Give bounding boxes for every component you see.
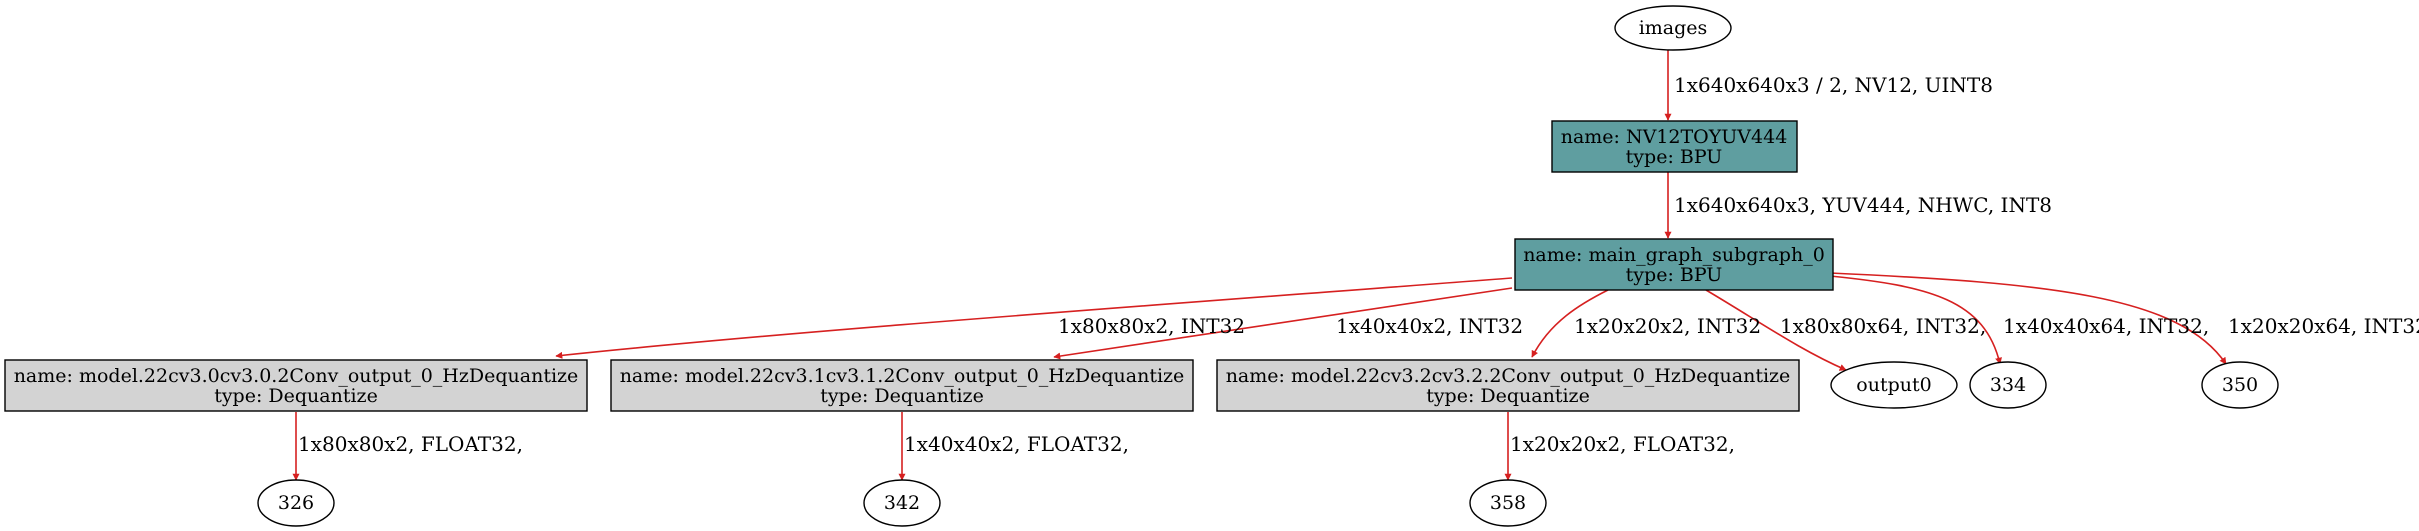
- edge-label-main-dq0: 1x80x80x2, INT32: [1058, 314, 1245, 338]
- node-dequantize-0[interactable]: name: model.22cv3.0cv3.0.2Conv_output_0_…: [4, 359, 588, 412]
- node-dequantize-0-name: name: model.22cv3.0cv3.0.2Conv_output_0_…: [14, 365, 579, 387]
- node-326-shape: [257, 479, 335, 527]
- edge-label-main-350: 1x20x20x64, INT32,: [2228, 314, 2419, 338]
- node-dequantize-1-type: type: Dequantize: [820, 385, 984, 407]
- node-334[interactable]: 334: [1969, 361, 2047, 409]
- node-342[interactable]: 342: [863, 479, 941, 527]
- node-images-shape: [1614, 5, 1732, 51]
- edge-label-dq2-358: 1x20x20x2, FLOAT32,: [1510, 432, 1735, 456]
- node-326[interactable]: 326: [257, 479, 335, 527]
- node-dequantize-0-type: type: Dequantize: [214, 385, 378, 407]
- node-main-graph-subgraph-name: name: main_graph_subgraph_0: [1523, 244, 1825, 266]
- node-nv12toyuv444-name: name: NV12TOYUV444: [1561, 126, 1788, 148]
- edge-main-to-output0: [1705, 289, 1847, 371]
- node-350-shape: [2201, 361, 2279, 409]
- node-output0-label: output0: [1856, 374, 1931, 396]
- node-dequantize-1[interactable]: name: model.22cv3.1cv3.1.2Conv_output_0_…: [610, 359, 1194, 412]
- edge-label-main-output0: 1x80x80x64, INT32,: [1780, 314, 1986, 338]
- edge-main-to-dq2: [1531, 289, 1609, 358]
- node-dequantize-1-shape: [610, 359, 1194, 412]
- node-images-label: images: [1639, 17, 1708, 39]
- node-nv12toyuv444-shape: [1551, 120, 1798, 173]
- edge-label-main-dq2: 1x20x20x2, INT32: [1574, 314, 1761, 338]
- node-326-label: 326: [278, 492, 314, 514]
- node-main-graph-subgraph-shape: [1514, 238, 1834, 291]
- node-nv12toyuv444-type: type: BPU: [1626, 146, 1723, 168]
- edge-label-main-334: 1x40x40x64, INT32,: [2003, 314, 2209, 338]
- node-358-shape: [1469, 479, 1547, 527]
- edge-main-to-dq1: [1053, 287, 1513, 360]
- node-main-graph-subgraph-type: type: BPU: [1626, 264, 1723, 286]
- edge-label-dq1-342: 1x40x40x2, FLOAT32,: [904, 432, 1129, 456]
- node-334-shape: [1969, 361, 2047, 409]
- edge-main-to-dq0: [555, 277, 1513, 359]
- node-342-shape: [863, 479, 941, 527]
- node-342-label: 342: [884, 492, 920, 514]
- edges: [292, 50, 2227, 481]
- node-350[interactable]: 350: [2201, 361, 2279, 409]
- node-350-label: 350: [2222, 374, 2258, 396]
- edge-main-to-334: [1829, 275, 2002, 365]
- edge-main-to-350: [1829, 272, 2227, 365]
- node-output0-shape: [1830, 361, 1958, 409]
- node-dequantize-2[interactable]: name: model.22cv3.2cv3.2.2Conv_output_0_…: [1216, 359, 1800, 412]
- nodes: images name: NV12TOYUV444 type: BPU name…: [4, 5, 2279, 527]
- node-images[interactable]: images: [1614, 5, 1732, 51]
- node-dequantize-2-type: type: Dequantize: [1426, 385, 1590, 407]
- edge-label-nv12-main: 1x640x640x3, YUV444, NHWC, INT8: [1674, 193, 2052, 217]
- edge-labels: 1x640x640x3 / 2, NV12, UINT8 1x640x640x3…: [298, 73, 2419, 456]
- node-dequantize-0-shape: [4, 359, 588, 412]
- node-dequantize-2-shape: [1216, 359, 1800, 412]
- edge-label-images-nv12: 1x640x640x3 / 2, NV12, UINT8: [1674, 73, 1993, 97]
- node-output0[interactable]: output0: [1830, 361, 1958, 409]
- node-358-label: 358: [1490, 492, 1526, 514]
- edge-label-main-dq1: 1x40x40x2, INT32: [1336, 314, 1523, 338]
- node-nv12toyuv444[interactable]: name: NV12TOYUV444 type: BPU: [1551, 120, 1798, 173]
- node-334-label: 334: [1990, 374, 2026, 396]
- node-dequantize-1-name: name: model.22cv3.1cv3.1.2Conv_output_0_…: [620, 365, 1185, 387]
- node-358[interactable]: 358: [1469, 479, 1547, 527]
- edge-label-dq0-326: 1x80x80x2, FLOAT32,: [298, 432, 523, 456]
- node-dequantize-2-name: name: model.22cv3.2cv3.2.2Conv_output_0_…: [1226, 365, 1791, 387]
- node-main-graph-subgraph[interactable]: name: main_graph_subgraph_0 type: BPU: [1514, 238, 1834, 291]
